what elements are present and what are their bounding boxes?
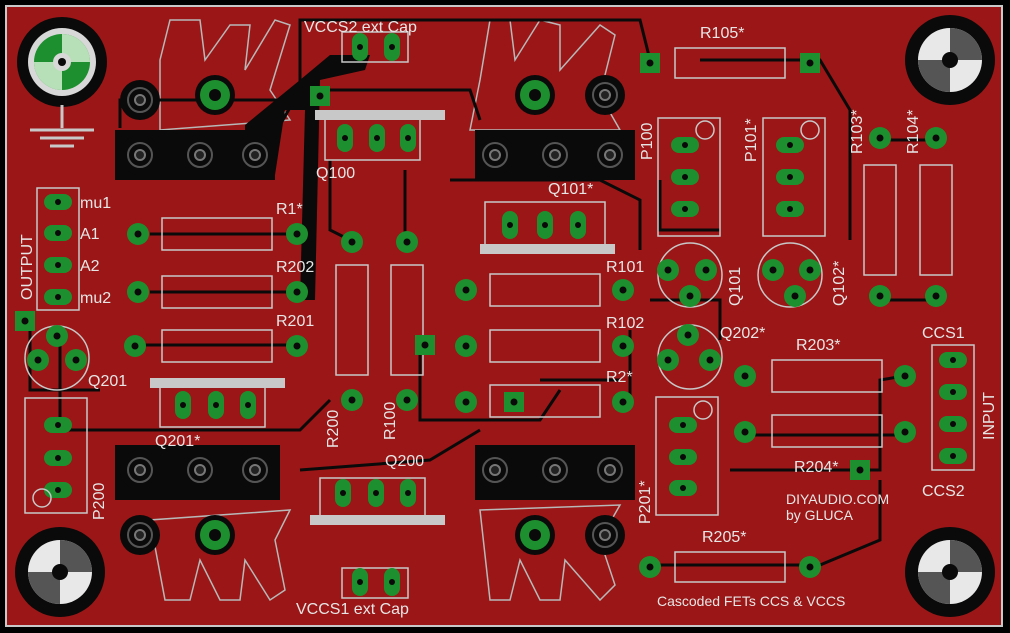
- trimmer-p100: [657, 117, 721, 237]
- to220-hole-2: [119, 134, 161, 176]
- to220-hole-3: [179, 134, 221, 176]
- mounting-hole-bottom-right: [905, 527, 995, 617]
- label-q200: Q200: [385, 453, 424, 470]
- to220-pad-3: [195, 515, 235, 555]
- resistor-r104: [919, 127, 953, 307]
- to220-hole-8: [589, 134, 631, 176]
- to220-hole-11: [234, 449, 276, 491]
- label-p101: P101*: [743, 118, 760, 162]
- label-mu2: mu2: [80, 290, 111, 307]
- label-r203: R203*: [796, 337, 840, 354]
- resistor-r201: [124, 329, 308, 363]
- resistor-r101: [455, 273, 634, 307]
- resistor-r202: [127, 275, 308, 309]
- label-r101: R101: [606, 259, 644, 276]
- to92-q201s: [150, 378, 285, 428]
- label-p200: P200: [91, 483, 108, 520]
- to220-hole-5: [584, 74, 626, 116]
- label-p100: P100: [639, 123, 656, 160]
- label-a1: A1: [80, 226, 100, 243]
- to220-pad-4: [515, 515, 555, 555]
- resistor-r103: [863, 127, 897, 307]
- to220-hole-7: [534, 134, 576, 176]
- label-q101: Q101*: [548, 181, 593, 198]
- label-q202: Q202*: [720, 325, 765, 342]
- label-r201: R201: [276, 313, 314, 330]
- label-input: INPUT: [981, 392, 998, 440]
- label-board-title: Cascoded FETs CCS & VCCS: [657, 593, 845, 609]
- to220-hole-16: [584, 514, 626, 556]
- resistor-r100: [390, 231, 435, 411]
- to220-hole-15: [589, 449, 631, 491]
- to220-hole-9: [119, 449, 161, 491]
- resistor-r204: [734, 414, 916, 480]
- label-r103: R103*: [849, 110, 866, 154]
- label-r102: R102: [606, 315, 644, 332]
- to92-q200: [310, 477, 445, 525]
- label-r2: R2*: [606, 369, 633, 386]
- trimmer-p101: [762, 117, 826, 237]
- label-q201s: Q201*: [155, 433, 200, 450]
- label-a2: A2: [80, 258, 100, 275]
- board-substrate: [6, 6, 1002, 626]
- copper-pour-top: [245, 55, 370, 300]
- board-outline: [5, 5, 1003, 627]
- resistor-r200: [335, 231, 369, 411]
- to220-hole-4: [234, 134, 276, 176]
- label-r202: R202: [276, 259, 314, 276]
- to220-hole-14: [534, 449, 576, 491]
- resistor-r205: [639, 551, 821, 583]
- label-r204: R204*: [794, 459, 838, 476]
- transistor-q101-small: [657, 242, 723, 308]
- ground-mounting-hole: [17, 17, 107, 148]
- connector-vccs1-cap: [341, 567, 409, 599]
- label-output: OUTPUT: [19, 234, 36, 300]
- to220-hole-10: [179, 449, 221, 491]
- label-r200: R200: [325, 410, 342, 448]
- transistor-q201-small: [15, 311, 90, 391]
- label-mu1: mu1: [80, 195, 111, 212]
- transistor-q102-small: [757, 242, 823, 308]
- resistor-r105: [640, 47, 820, 79]
- label-q101-small: Q101: [727, 267, 744, 306]
- label-ccs1: CCS1: [922, 325, 965, 342]
- label-r100: R100: [382, 402, 399, 440]
- trimmer-p201: [655, 396, 719, 516]
- label-q201: Q201: [88, 373, 127, 390]
- trimmer-p200: [24, 397, 88, 514]
- label-gluca: by GLUCA: [786, 507, 854, 523]
- label-r205: R205*: [702, 529, 746, 546]
- label-q102: Q102*: [831, 261, 848, 306]
- to220-pad-1: [195, 75, 235, 115]
- label-vccs1-cap: VCCS1 ext Cap: [296, 601, 409, 618]
- connector-vccs2-cap: [341, 31, 409, 63]
- mounting-hole-bottom-left: [15, 527, 105, 617]
- to92-q100: [315, 110, 445, 161]
- label-p201: P201*: [637, 480, 654, 524]
- resistor-r1: [127, 217, 308, 251]
- to220-hole-6: [474, 134, 516, 176]
- resistor-r2: [455, 384, 634, 418]
- label-vccs2-cap: VCCS2 ext Cap: [304, 19, 417, 36]
- label-q100: Q100: [316, 165, 355, 182]
- to92-q101: [480, 201, 615, 254]
- connector-output: [36, 187, 80, 311]
- label-r1: R1*: [276, 201, 303, 218]
- mounting-hole-top-right: [905, 15, 995, 105]
- label-r105: R105*: [700, 25, 744, 42]
- connector-input: [931, 344, 975, 471]
- via-square-top: [310, 86, 330, 106]
- label-r104: R104*: [905, 110, 922, 154]
- to220-hole-12: [119, 514, 161, 556]
- transistor-q202-small: [657, 324, 723, 390]
- resistor-r102: [455, 329, 634, 363]
- to220-hole-1: [119, 79, 161, 121]
- to220-pad-2: [515, 75, 555, 115]
- label-ccs2: CCS2: [922, 483, 965, 500]
- label-diyaudio: DIYAUDIO.COM: [786, 491, 889, 507]
- to220-hole-13: [474, 449, 516, 491]
- resistor-r203: [734, 359, 916, 393]
